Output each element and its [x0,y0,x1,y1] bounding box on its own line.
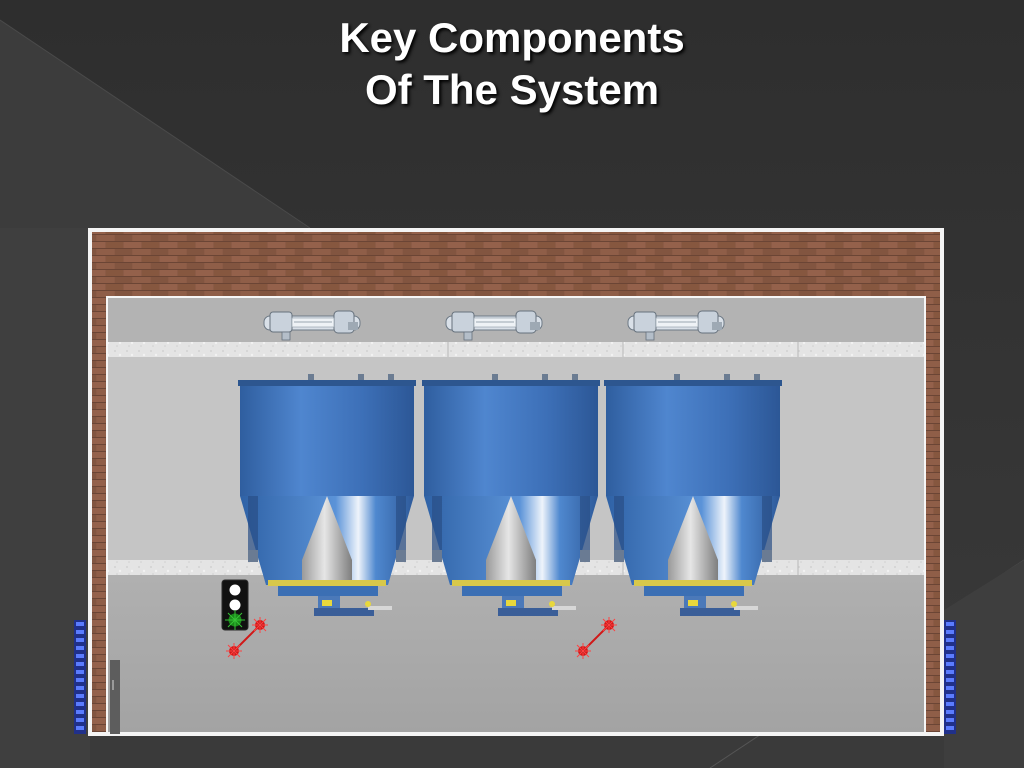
hopper-3 [604,374,782,616]
traffic-light [221,579,249,631]
system-diagram [88,228,944,736]
traffic-light-top-lamp [229,584,241,596]
light-bar-left [74,620,86,734]
hopper-1 [238,374,416,616]
entry-door [110,660,120,734]
upper-slab [108,342,924,357]
hopper-2 [422,374,600,616]
traffic-light-middle-lamp [229,599,241,611]
title-line-2: Of The System [364,66,660,113]
slide-title: Key Components Of The System [0,12,1024,116]
light-bar-right [944,620,956,734]
title-line-1: Key Components [339,14,685,61]
